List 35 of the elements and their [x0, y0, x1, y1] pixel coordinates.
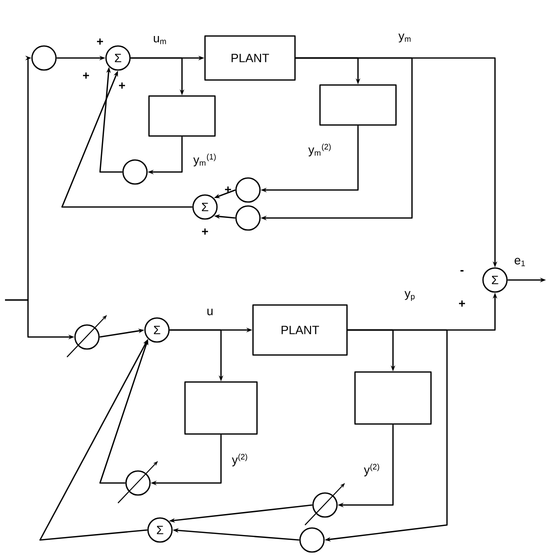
sign-label: + [97, 38, 104, 45]
gain-circle [235, 177, 261, 203]
sum-junction: Σ [105, 45, 131, 71]
sign-label: - [460, 270, 464, 272]
edge-label: e$_{1}$ [513, 256, 527, 268]
filter-box [148, 95, 216, 137]
edge-label: u [206, 308, 214, 316]
edge-label: y$_{m}$ [397, 32, 413, 44]
filter-box [184, 381, 258, 435]
filter-box [319, 84, 397, 126]
sign-label: + [119, 82, 126, 89]
sum-junction: Σ [147, 517, 173, 543]
edge-label: y$_{m}$(1) [192, 152, 218, 168]
gain-circle [312, 492, 338, 518]
edge-label: y$^{(2)}$ [230, 452, 250, 468]
filter-box [354, 371, 432, 425]
sum-junction: Σ [144, 317, 170, 343]
block-box: PLANT [252, 304, 348, 356]
sum-junction: Σ [482, 267, 508, 293]
gain-circle [122, 159, 148, 185]
edge-label: u$_{m}$ [152, 34, 168, 46]
sign-label: + [202, 228, 208, 235]
edge-label: y$_{p}$ [404, 290, 416, 302]
edge-label: y$_{m}$(2) [307, 142, 333, 158]
gain-circle [31, 45, 57, 71]
gain-circle [74, 324, 100, 350]
edge-label: y$^{(2)}$ [362, 462, 382, 478]
sign-label: + [83, 72, 90, 79]
block-box: PLANT [204, 35, 296, 81]
gain-circle [125, 470, 151, 496]
gain-circle [299, 527, 325, 553]
sign-label: + [459, 300, 466, 307]
gain-circle [235, 205, 261, 231]
sum-junction: Σ [192, 194, 218, 220]
sign-label: + [225, 186, 232, 193]
